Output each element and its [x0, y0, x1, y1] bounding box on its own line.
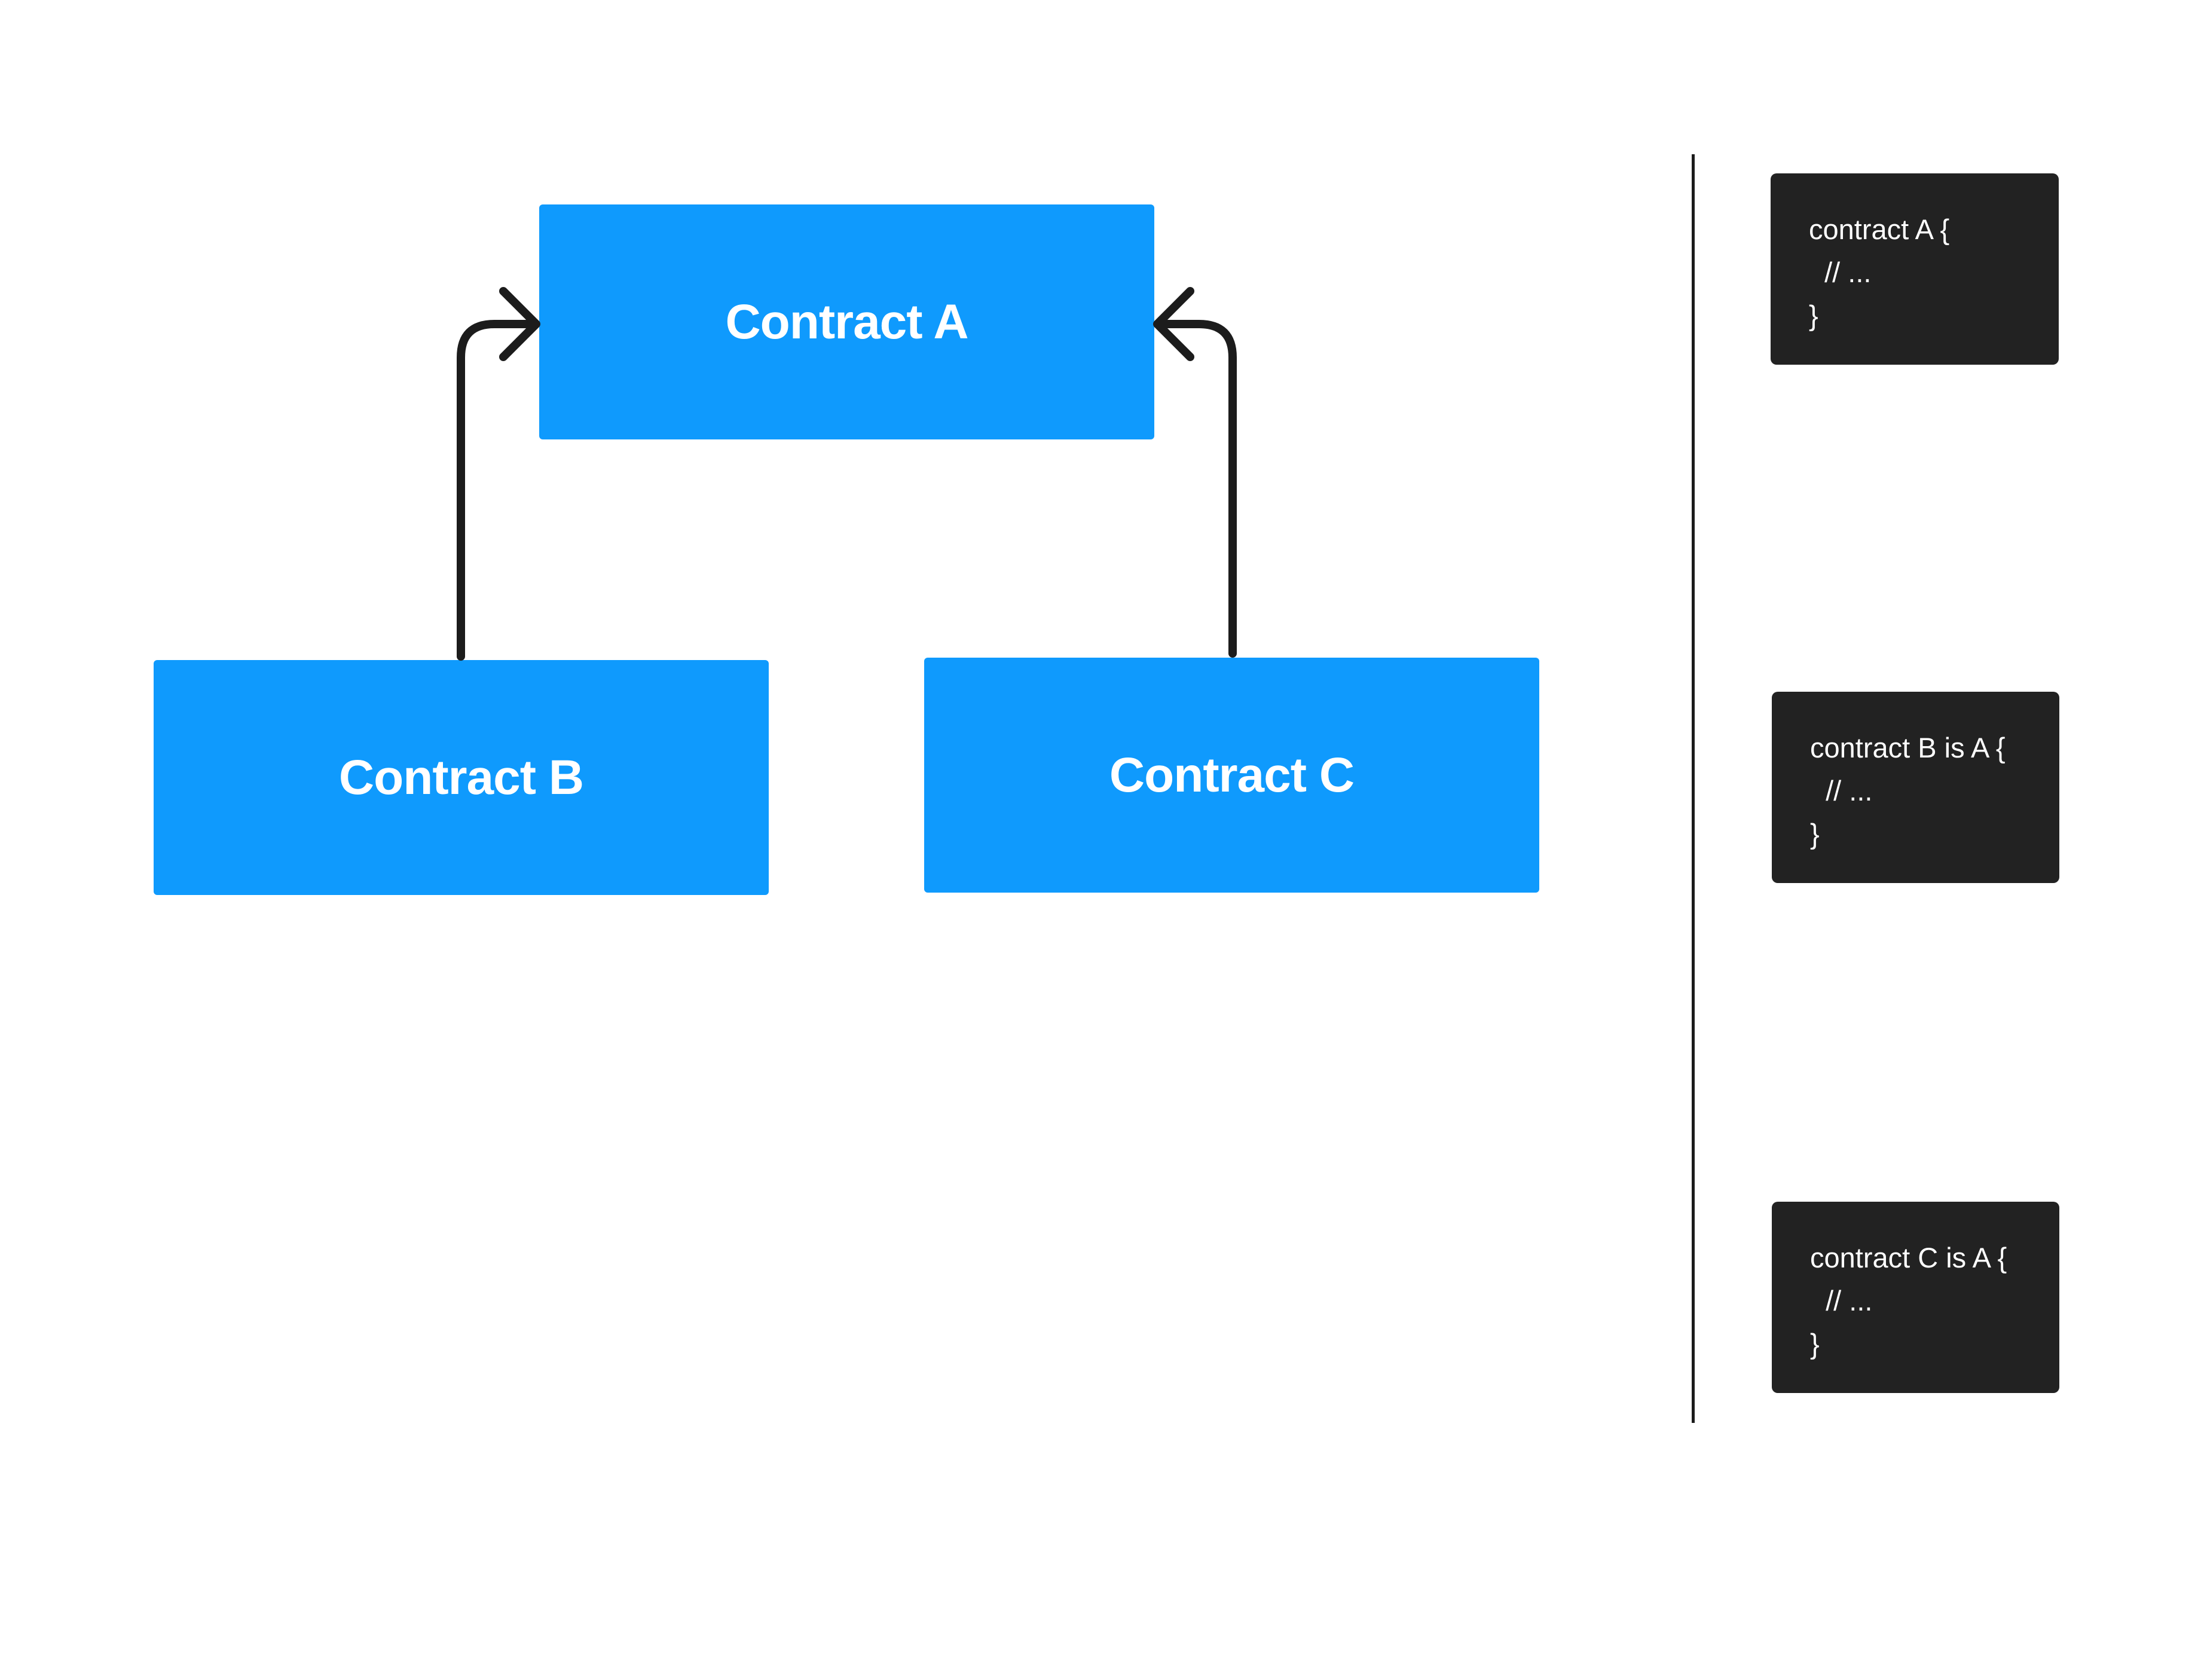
node-contract-c: Contract C [924, 658, 1539, 893]
code-line: // ... [1810, 1285, 1873, 1316]
node-contract-a-label: Contract A [725, 294, 968, 349]
code-line: contract B is A { [1810, 732, 2006, 763]
code-line: // ... [1810, 775, 1873, 807]
code-line: } [1810, 818, 1820, 850]
node-contract-a: Contract A [539, 204, 1154, 439]
edge-c-to-a [1156, 320, 1237, 658]
code-line: } [1810, 1328, 1820, 1360]
node-contract-b-label: Contract B [338, 750, 584, 805]
code-line: // ... [1809, 256, 1872, 288]
node-contract-b: Contract B [154, 660, 769, 895]
code-block-contract-b: contract B is A { // ... } [1772, 692, 2059, 883]
code-block-contract-a: contract A { // ... } [1771, 173, 2059, 365]
code-line: contract A { [1809, 213, 1950, 245]
arrowhead-c-to-a-icon [1153, 287, 1194, 361]
node-contract-c-label: Contract C [1109, 747, 1355, 802]
code-line: contract C is A { [1810, 1242, 2007, 1273]
arrowhead-b-to-a-icon [499, 287, 540, 361]
code-block-contract-c: contract C is A { // ... } [1772, 1202, 2059, 1393]
vertical-divider [1692, 154, 1695, 1423]
code-line: } [1809, 300, 1818, 331]
edge-b-to-a [457, 320, 537, 661]
